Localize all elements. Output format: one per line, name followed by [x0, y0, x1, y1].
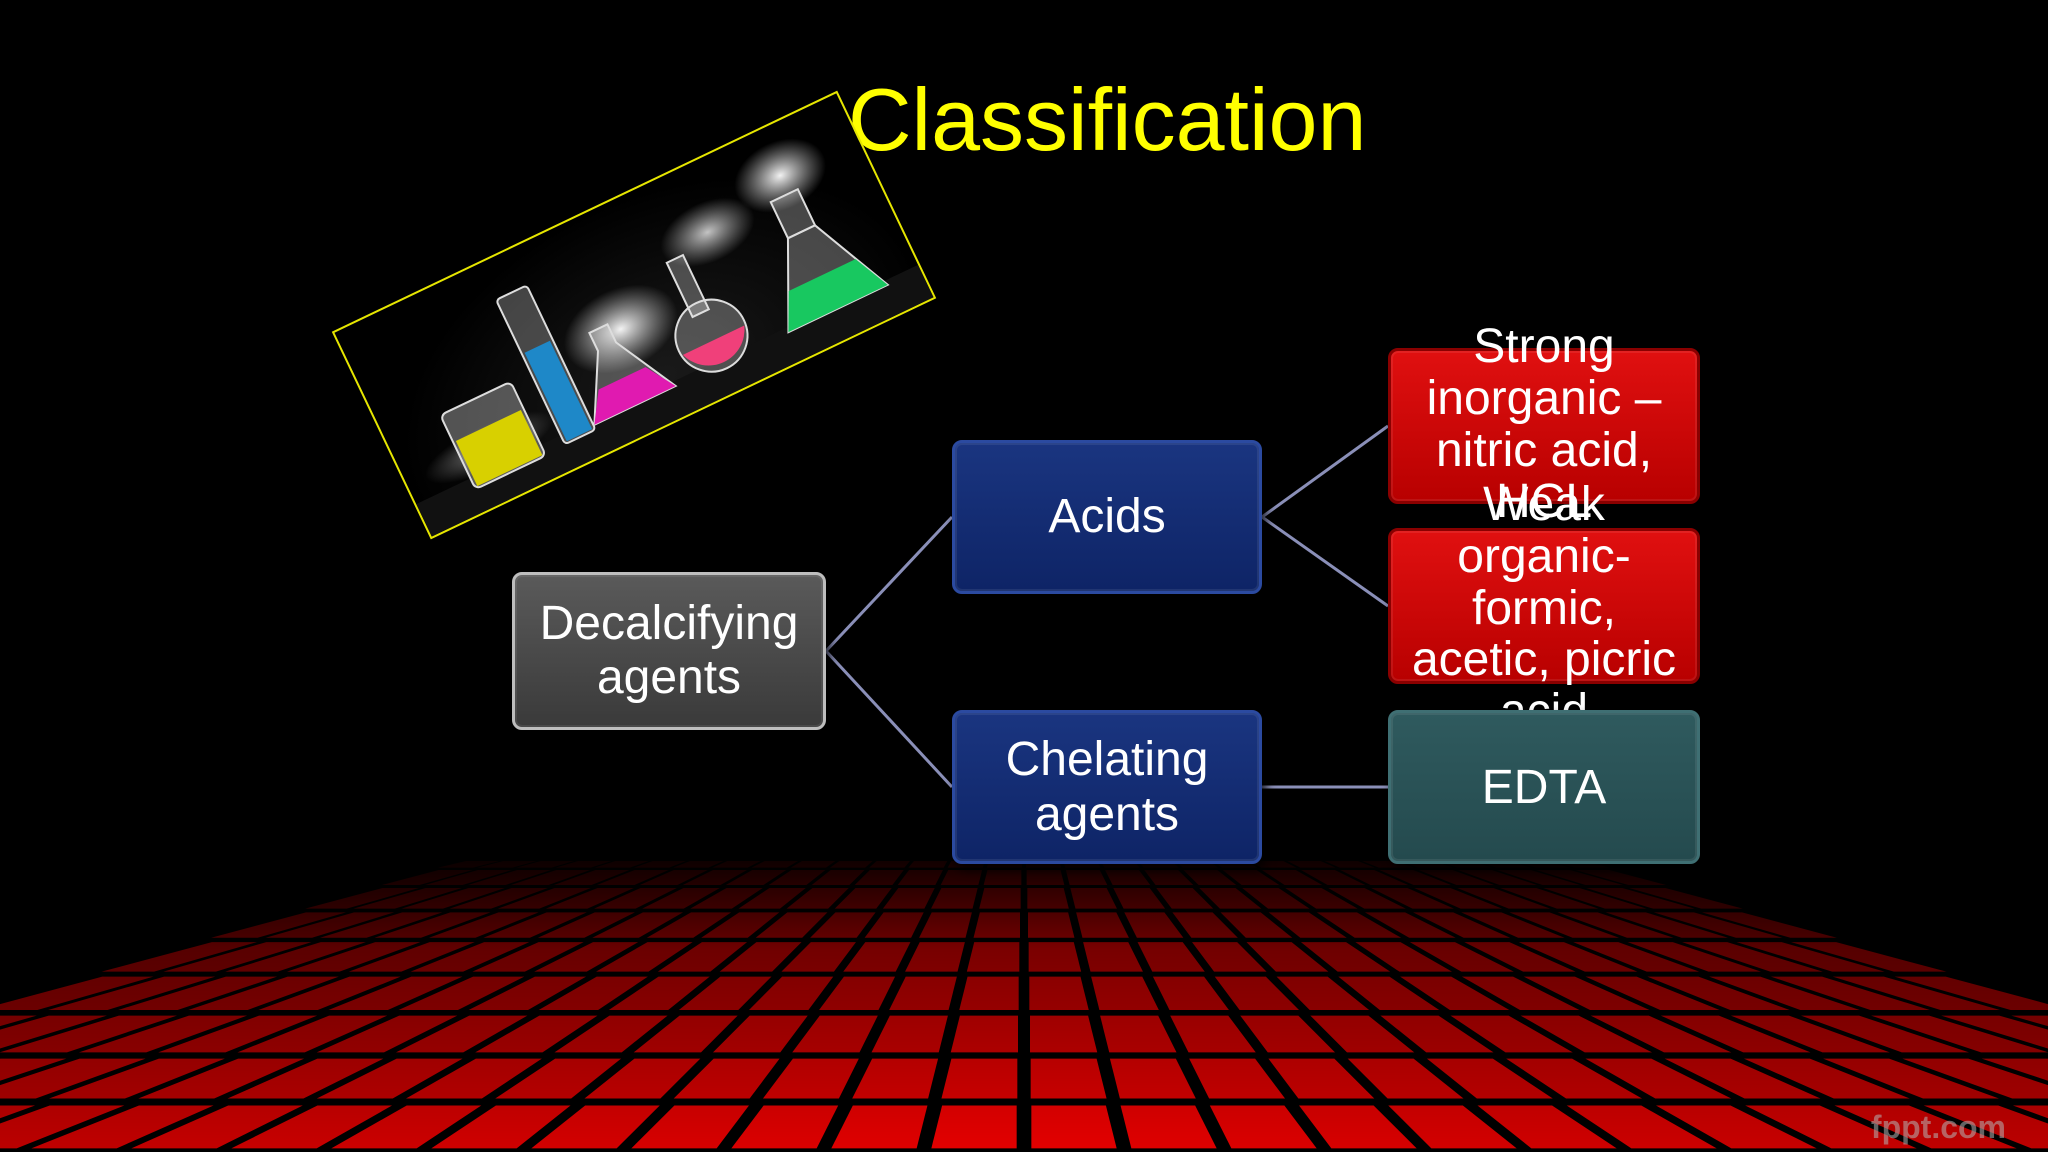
node-text-line: Acids	[1048, 490, 1166, 544]
node-acids: Acids	[952, 440, 1262, 594]
node-text-line: Strong	[1473, 320, 1615, 373]
node-text-line: Weak	[1483, 478, 1605, 531]
slide-title: Classification	[848, 70, 1367, 169]
node-weak-organic-acids: Weak organic- formic, acetic, picric aci…	[1388, 479, 1700, 722]
connector-root-acids	[824, 515, 954, 653]
node-text-line: agents	[596, 651, 742, 704]
connector-acids-strong	[1261, 424, 1389, 519]
node-text-line: EDTA	[1481, 760, 1607, 814]
node-text-line: nitric acid,	[1435, 423, 1653, 477]
lab-glassware-icon	[416, 138, 934, 537]
node-text-line: HCL	[1495, 475, 1593, 529]
node-text-line: formic,	[1472, 581, 1616, 635]
node-text-line: organic-	[1457, 529, 1631, 583]
node-edta: EDTA	[1388, 710, 1700, 864]
node-strong-inorganic-acids: Strong inorganic – nitric acid, HCL	[1388, 321, 1700, 528]
lab-glassware-photo	[331, 90, 937, 540]
node-text-line: acetic, picric	[1411, 633, 1677, 687]
connector-root-chelating	[824, 649, 954, 789]
node-text-line: inorganic –	[1426, 371, 1662, 425]
node-text-line: Decalcifying	[539, 597, 799, 651]
node-decalcifying-agents: Decalcifying agents	[512, 572, 826, 730]
node-chelating-agents: Chelating agents	[952, 710, 1262, 864]
node-text-line: agents	[1034, 788, 1180, 841]
watermark: fppt.com	[1870, 1109, 2006, 1145]
node-text-line: Chelating	[1005, 732, 1209, 786]
connector-acids-weak	[1261, 515, 1389, 608]
